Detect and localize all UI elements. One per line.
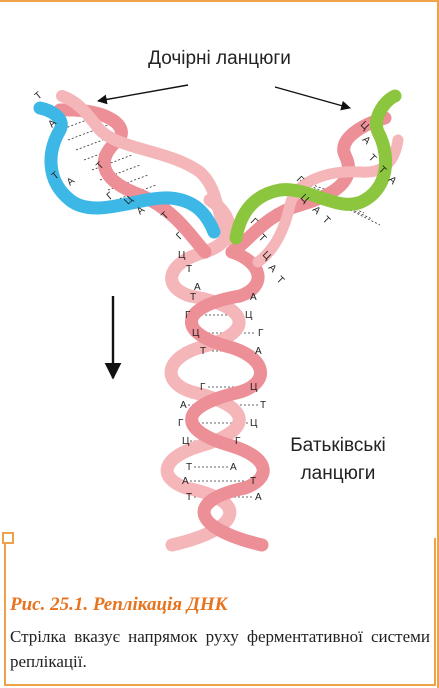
base-pair-rung <box>75 134 117 151</box>
right-fork-nucleotide: Т <box>320 214 332 226</box>
nucleotide-А: А <box>182 476 189 487</box>
left-fork-nucleotide: А <box>194 282 201 293</box>
nucleotide-Т: Т <box>186 462 192 473</box>
parent-strand-back <box>160 193 246 552</box>
right-fork-nucleotide: Т <box>366 152 378 164</box>
base-pair-rung <box>67 124 109 141</box>
right-daughter-strand <box>229 89 402 245</box>
nucleotide-Т: Т <box>200 346 206 357</box>
right-fork-parent-strand <box>225 111 392 259</box>
nucleotide-Т: Т <box>186 492 192 503</box>
caption-frame <box>4 538 436 686</box>
nucleotide-А: А <box>230 462 237 473</box>
left-fork-parent-strand-2 <box>56 90 236 246</box>
daughter-strands-label: Дочірні ланцюги <box>148 48 291 69</box>
left-fork-nucleotide: А <box>65 175 77 188</box>
arrow-to-right-daughter <box>274 86 351 111</box>
base-pair-rung <box>349 209 381 226</box>
figure-caption-title: Рис. 25.1. Реплікація ДНК <box>10 594 228 615</box>
nucleotide-А: А <box>255 492 262 503</box>
nucleotide-Т: Т <box>260 400 266 411</box>
parent-strand-front <box>185 245 270 552</box>
base-pair-rung <box>99 164 141 181</box>
nucleotide-Ц: Ц <box>250 382 258 393</box>
right-fork-nucleotide: Т <box>274 274 286 286</box>
base-pair-rung <box>299 179 341 196</box>
figure-caption-text: Стрілка вказує напрямок руху ферментатив… <box>10 627 430 671</box>
nucleotide-А: А <box>250 292 257 303</box>
left-fork-nucleotide: Т <box>186 264 192 275</box>
nucleotide-Т: Т <box>190 292 196 303</box>
nucleotide-А: А <box>180 400 187 411</box>
right-fork-nucleotide: А <box>360 134 373 147</box>
nucleotide-Ц: Ц <box>182 436 190 447</box>
base-pair-rung <box>91 154 133 171</box>
nucleotide-Т: Т <box>250 476 256 487</box>
left-fork-nucleotide: Т <box>33 90 45 102</box>
left-fork-nucleotide: Г <box>105 190 117 202</box>
parent-strands-label: Батьківські ланцюги <box>258 432 418 488</box>
base-pair-rung <box>107 174 149 191</box>
parent-strands-label-line2: ланцюги <box>300 463 376 484</box>
nucleotide-Г: Г <box>258 328 264 339</box>
nucleotide-Г: Г <box>200 382 206 393</box>
left-daughter-strand <box>33 101 221 239</box>
nucleotide-Ц: Ц <box>245 310 253 321</box>
nucleotide-Г: Г <box>185 310 191 321</box>
left-fork-nucleotide: Ц <box>178 250 186 261</box>
frame-corner-marker <box>2 532 14 544</box>
nucleotide-Ц: Ц <box>192 328 200 339</box>
arrow-to-left-daughter <box>97 84 189 105</box>
nucleotide-Г: Г <box>178 418 184 429</box>
left-fork-parent-strand <box>53 103 212 259</box>
parent-strands-label-line1: Батьківські <box>290 435 386 456</box>
nucleotide-А: А <box>255 346 262 357</box>
right-fork-nucleotide: А <box>266 262 279 275</box>
nucleotide-Ц: Ц <box>250 418 258 429</box>
nucleotide-Г: Г <box>235 436 241 447</box>
base-pair-rung <box>59 114 101 131</box>
left-fork-nucleotide: Т <box>50 170 62 182</box>
